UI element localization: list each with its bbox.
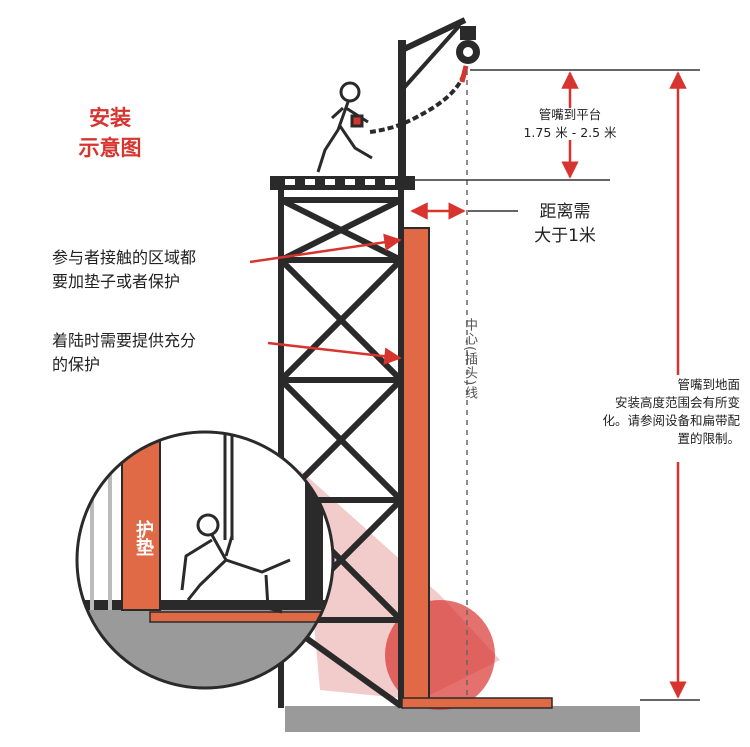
mast-arm [400, 17, 467, 53]
nozzle-ground-line-4: 置的限制。 [677, 431, 740, 446]
nozzle-platform-line-2: 1.75 米 - 2.5 米 [523, 125, 617, 140]
lanyard-red-section [459, 65, 469, 83]
climber-figure [316, 81, 373, 173]
wall-pad [402, 227, 430, 707]
distance-line-1: 距离需 [539, 202, 591, 222]
landing-line-2: 的保护 [52, 355, 101, 374]
ground-pad [401, 697, 553, 709]
magnifier-ring [75, 430, 335, 690]
center-line-label: 中心(插头)线 [462, 318, 477, 401]
distance-label: 距离需 大于1米 [515, 200, 615, 248]
title-line-2: 示意图 [78, 136, 142, 160]
contact-area-line-1: 参与者接触的区域都 [52, 248, 197, 267]
title-line-1: 安装 [89, 106, 131, 130]
nozzle-ground-label: 管嘴到地面 安装高度范围会有所变 化。请参阅设备和扁带配 置的限制。 [590, 376, 740, 448]
ground [285, 706, 640, 732]
diagram-title: 安装 示意图 [55, 103, 165, 163]
tower-leg-left [278, 188, 284, 708]
lanyard-strap [369, 65, 468, 134]
contact-area-label: 参与者接触的区域都 要加垫子或者保护 [52, 246, 272, 294]
pad-label: 护垫 [133, 520, 154, 556]
nozzle-ground-line-1: 管嘴到地面 [677, 377, 740, 392]
contact-area-line-2: 要加垫子或者保护 [52, 272, 181, 291]
nozzle-platform-line-1: 管嘴到平台 [538, 107, 602, 122]
descender-mount [460, 26, 476, 40]
landing-label: 着陆时需要提供充分 的保护 [52, 329, 282, 377]
mast-post [398, 40, 406, 180]
pointer-arrow-contact [249, 233, 402, 264]
nozzle-ground-line-2: 安装高度范围会有所变 [614, 395, 740, 410]
tower-leg-right [398, 188, 404, 708]
descender-hub [463, 47, 473, 57]
nozzle-platform-label: 管嘴到平台 1.75 米 - 2.5 米 [505, 106, 635, 142]
landing-line-1: 着陆时需要提供充分 [52, 331, 197, 350]
distance-line-2: 大于1米 [534, 226, 596, 246]
platform-rail [285, 179, 395, 185]
mast-brace [400, 23, 462, 92]
pointer-arrow-landing [267, 341, 402, 365]
nozzle-ground-line-3: 化。请参阅设备和扁带配 [602, 413, 740, 428]
